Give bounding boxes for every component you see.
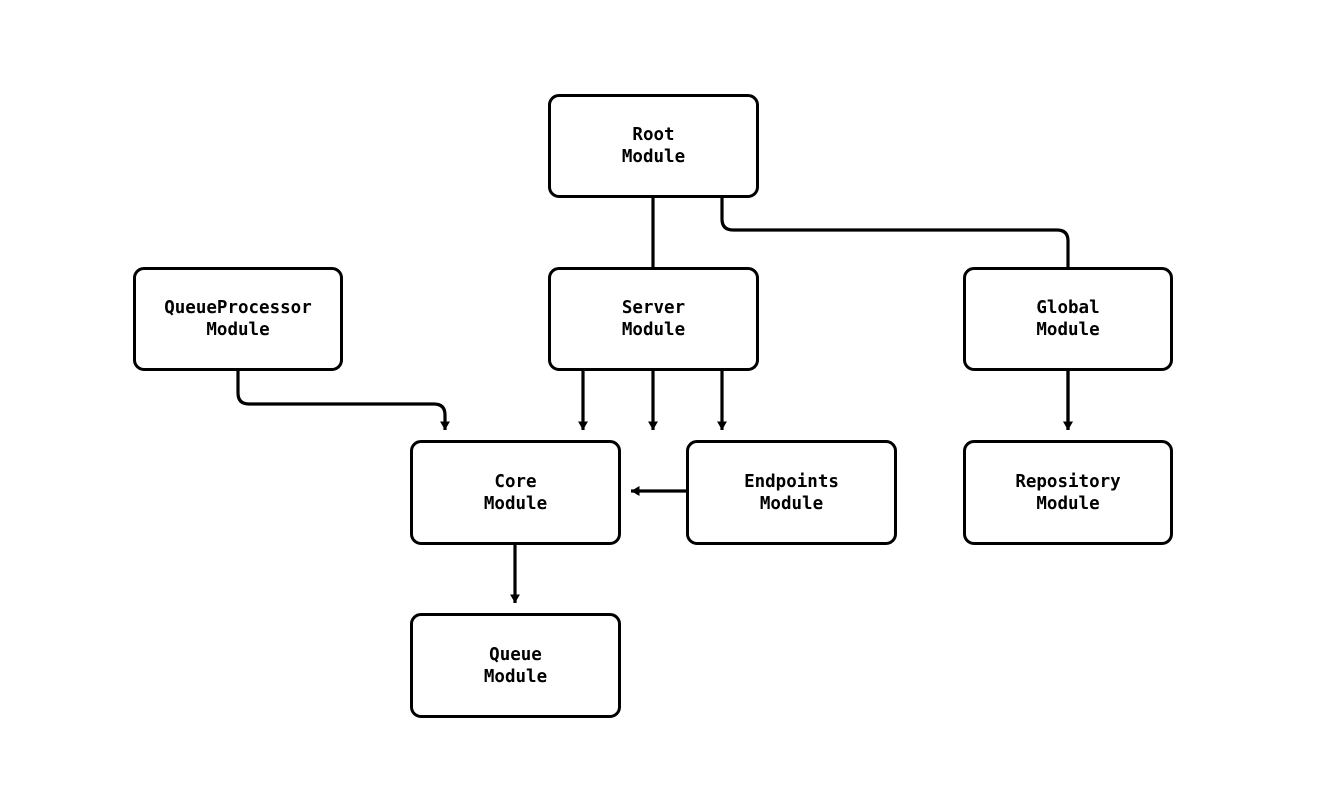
queue-module-node[interactable]: Queue Module	[410, 613, 621, 718]
repository-module-label-line1: Repository	[1015, 471, 1121, 492]
core-module-label-line2: Module	[483, 493, 548, 514]
server-module-label-line2: Module	[621, 320, 686, 340]
server-module-node[interactable]: Server Module	[548, 267, 759, 371]
queueprocessor-module-label-line2: Module	[206, 320, 270, 340]
queue-module-label-line2: Module	[483, 666, 548, 687]
repository-module-label-line2: Module	[1036, 493, 1100, 514]
root-module-label-line1: Root	[632, 125, 675, 145]
endpoints-module-node[interactable]: Endpoints Module	[686, 440, 897, 545]
endpoints-module-label-line2: Module	[759, 493, 824, 514]
core-module-label-line1: Core	[494, 471, 537, 492]
global-module-label-line1: Global	[1036, 298, 1100, 318]
queueprocessor-module-label-line1: QueueProcessor	[164, 298, 312, 318]
edge-root-to-global	[720, 198, 1073, 430]
global-module-node[interactable]: Global Module	[963, 267, 1173, 371]
root-module-label-line2: Module	[621, 147, 686, 167]
core-module-node[interactable]: Core Module	[410, 440, 621, 545]
edge-queueprocessor-to-core	[236, 371, 450, 430]
queue-module-label-line1: Queue	[489, 644, 542, 665]
endpoints-module-label-line1: Endpoints	[744, 471, 839, 492]
root-module-node[interactable]: Root Module	[548, 94, 759, 198]
server-module-label-line1: Server	[621, 298, 686, 318]
global-module-label-line2: Module	[1036, 320, 1100, 340]
repository-module-node[interactable]: Repository Module	[963, 440, 1173, 545]
queueprocessor-module-node[interactable]: QueueProcessor Module	[133, 267, 343, 371]
